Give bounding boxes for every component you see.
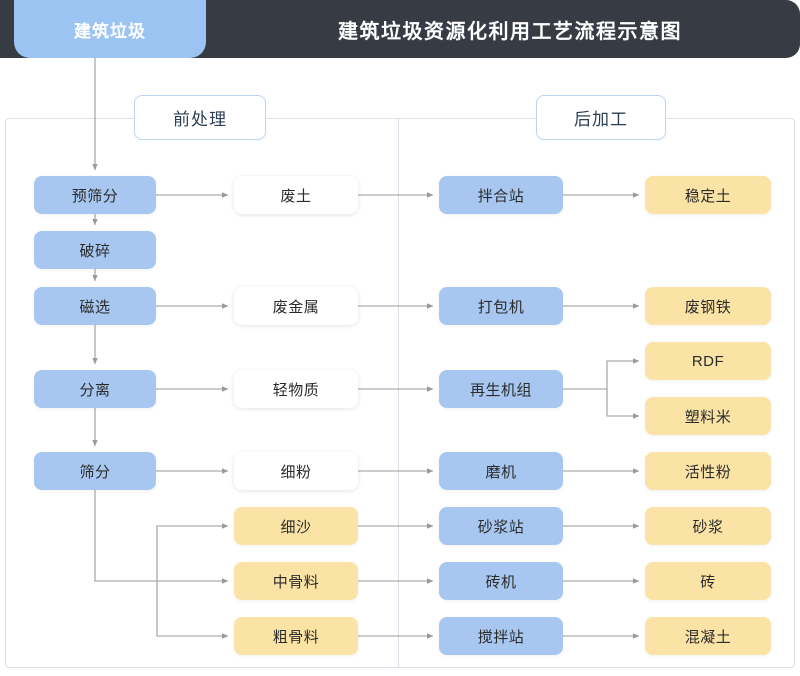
section-pill-postprocessing[interactable]: 后加工 [536, 95, 666, 140]
node-intermediate-3[interactable]: 轻物质 [234, 370, 358, 408]
node-process-4[interactable]: 分离 [34, 370, 156, 408]
node-equipment-4[interactable]: 磨机 [439, 452, 563, 490]
node-process-2[interactable]: 破碎 [34, 231, 156, 269]
node-product-6[interactable]: 砂浆 [645, 507, 771, 545]
page-title: 建筑垃圾资源化利用工艺流程示意图 [338, 20, 682, 43]
node-intermediate-6[interactable]: 中骨料 [234, 562, 358, 600]
node-equipment-1[interactable]: 拌合站 [439, 176, 563, 214]
node-equipment-2[interactable]: 打包机 [439, 287, 563, 325]
node-product-1[interactable]: 稳定土 [645, 176, 771, 214]
node-equipment-5[interactable]: 砂浆站 [439, 507, 563, 545]
frame-divider [398, 118, 399, 668]
header-tab-construction-waste[interactable]: 建筑垃圾 [14, 0, 206, 58]
node-equipment-6[interactable]: 砖机 [439, 562, 563, 600]
node-intermediate-4[interactable]: 细粉 [234, 452, 358, 490]
section-pill-pretreatment[interactable]: 前处理 [134, 95, 266, 140]
node-intermediate-2[interactable]: 废金属 [234, 287, 358, 325]
node-intermediate-1[interactable]: 废土 [234, 176, 358, 214]
node-product-8[interactable]: 混凝土 [645, 617, 771, 655]
node-process-1[interactable]: 预筛分 [34, 176, 156, 214]
node-product-2[interactable]: 废钢铁 [645, 287, 771, 325]
node-equipment-3[interactable]: 再生机组 [439, 370, 563, 408]
node-product-4[interactable]: 塑料米 [645, 397, 771, 435]
node-process-3[interactable]: 磁选 [34, 287, 156, 325]
node-intermediate-5[interactable]: 细沙 [234, 507, 358, 545]
node-product-7[interactable]: 砖 [645, 562, 771, 600]
node-process-5[interactable]: 筛分 [34, 452, 156, 490]
node-intermediate-7[interactable]: 粗骨料 [234, 617, 358, 655]
node-product-3[interactable]: RDF [645, 342, 771, 380]
node-equipment-7[interactable]: 搅拌站 [439, 617, 563, 655]
node-product-5[interactable]: 活性粉 [645, 452, 771, 490]
